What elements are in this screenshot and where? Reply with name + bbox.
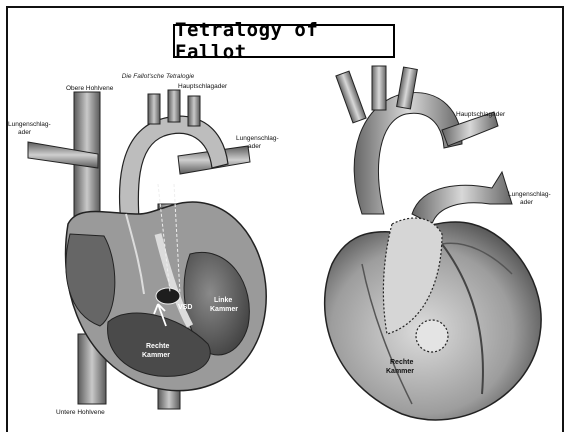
- vsd-patch-shape: [416, 320, 448, 352]
- label-aorta-left: Hauptschlagader: [178, 83, 228, 90]
- label-pulmonary-left-1: Lungenschlag-: [8, 121, 51, 128]
- label-pulmonary-right-panel-1: Lungenschlag-: [508, 191, 551, 198]
- left-heart-illustration: Die Fallot'sche Tetralogie Obere Hohlven…: [8, 64, 286, 430]
- label-right-ventricle-1: Rechte: [146, 343, 169, 350]
- slide-title: Tetralogy of Fallot: [175, 19, 393, 63]
- label-right-ventricle-right-1: Rechte: [390, 359, 413, 366]
- label-pulmonary-right-panel-2: ader: [520, 199, 534, 206]
- label-right-ventricle-right-2: Kammer: [386, 368, 414, 375]
- label-pulmonary-right-2: ader: [248, 143, 262, 150]
- label-aorta-right: Hauptschlagader: [456, 111, 506, 118]
- label-superior-vena-cava: Obere Hohlvene: [66, 85, 114, 92]
- label-vsd: VSD: [178, 304, 192, 311]
- label-inferior-vena-cava: Untere Hohlvene: [56, 409, 105, 416]
- right-heart-illustration: Hauptschlagader Lungenschlag- ader Recht…: [292, 64, 562, 430]
- label-pulmonary-left-2: ader: [18, 129, 32, 136]
- title-box: Tetralogy of Fallot: [173, 24, 395, 58]
- caption-text: Die Fallot'sche Tetralogie: [122, 73, 195, 80]
- label-pulmonary-right-1: Lungenschlag-: [236, 135, 279, 142]
- label-left-ventricle-2: Kammer: [210, 306, 238, 313]
- label-right-ventricle-2: Kammer: [142, 352, 170, 359]
- label-left-ventricle-1: Linke: [214, 297, 232, 304]
